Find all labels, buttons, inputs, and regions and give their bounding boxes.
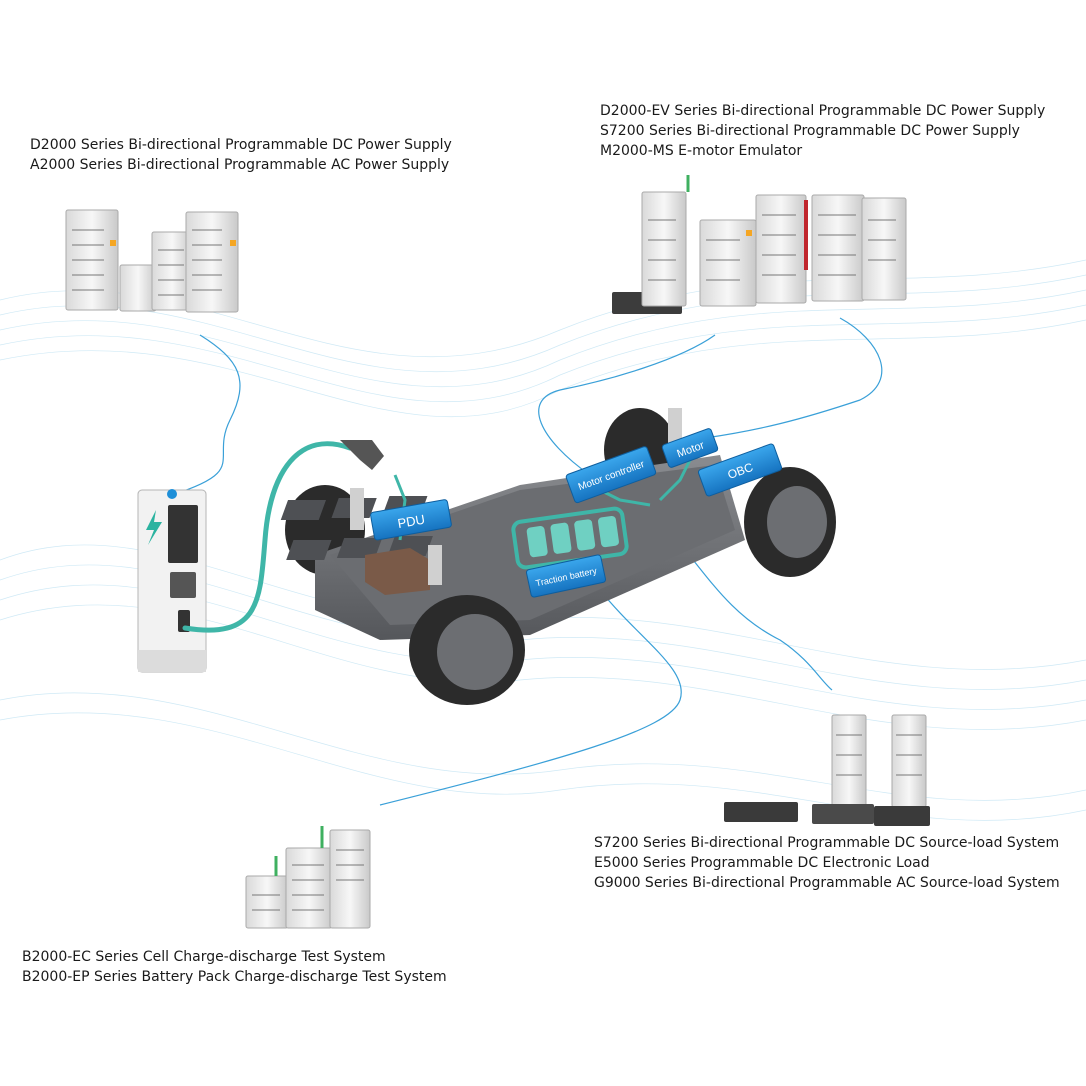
caption-line: D2000-EV Series Bi-directional Programma…	[600, 103, 1046, 119]
connector-lines	[171, 317, 883, 806]
caption-top-left: D2000 Series Bi-directional Programmable…	[30, 135, 452, 175]
charging-station	[137, 489, 207, 673]
pdu-label-tag: PDU	[370, 499, 452, 541]
charging-cable	[182, 441, 353, 633]
lightning-bolt-icon	[146, 510, 162, 545]
traction-battery-label-tag: Traction battery	[525, 554, 607, 598]
caption-line: S7200 Series Bi-directional Programmable…	[594, 835, 1060, 851]
charging-plug	[340, 440, 384, 470]
caption-line: D2000 Series Bi-directional Programmable…	[30, 137, 452, 153]
obc-label-tag: OBC	[697, 443, 783, 497]
ev-chassis	[280, 408, 836, 705]
caption-line: B2000-EP Series Battery Pack Charge-disc…	[22, 969, 447, 985]
caption-line: B2000-EC Series Cell Charge-discharge Te…	[22, 949, 386, 965]
equipment-bottom-left	[245, 826, 371, 929]
caption-bottom-left: B2000-EC Series Cell Charge-discharge Te…	[22, 947, 447, 987]
caption-line: A2000 Series Bi-directional Programmable…	[30, 157, 450, 173]
pdu-label: PDU	[396, 512, 426, 532]
motor-label-tag: Motor	[661, 428, 719, 468]
equipment-top-right	[612, 175, 907, 314]
caption-line: M2000-MS E-motor Emulator	[600, 143, 803, 159]
caption-line: G9000 Series Bi-directional Programmable…	[594, 875, 1060, 891]
equipment-bottom-right	[724, 714, 930, 826]
equipment-top-left	[65, 209, 239, 313]
caption-line: S7200 Series Bi-directional Programmable…	[600, 123, 1020, 139]
caption-bottom-right: S7200 Series Bi-directional Programmable…	[594, 833, 1060, 893]
caption-line: E5000 Series Programmable DC Electronic …	[594, 855, 930, 871]
caption-top-right: D2000-EV Series Bi-directional Programma…	[600, 101, 1045, 161]
